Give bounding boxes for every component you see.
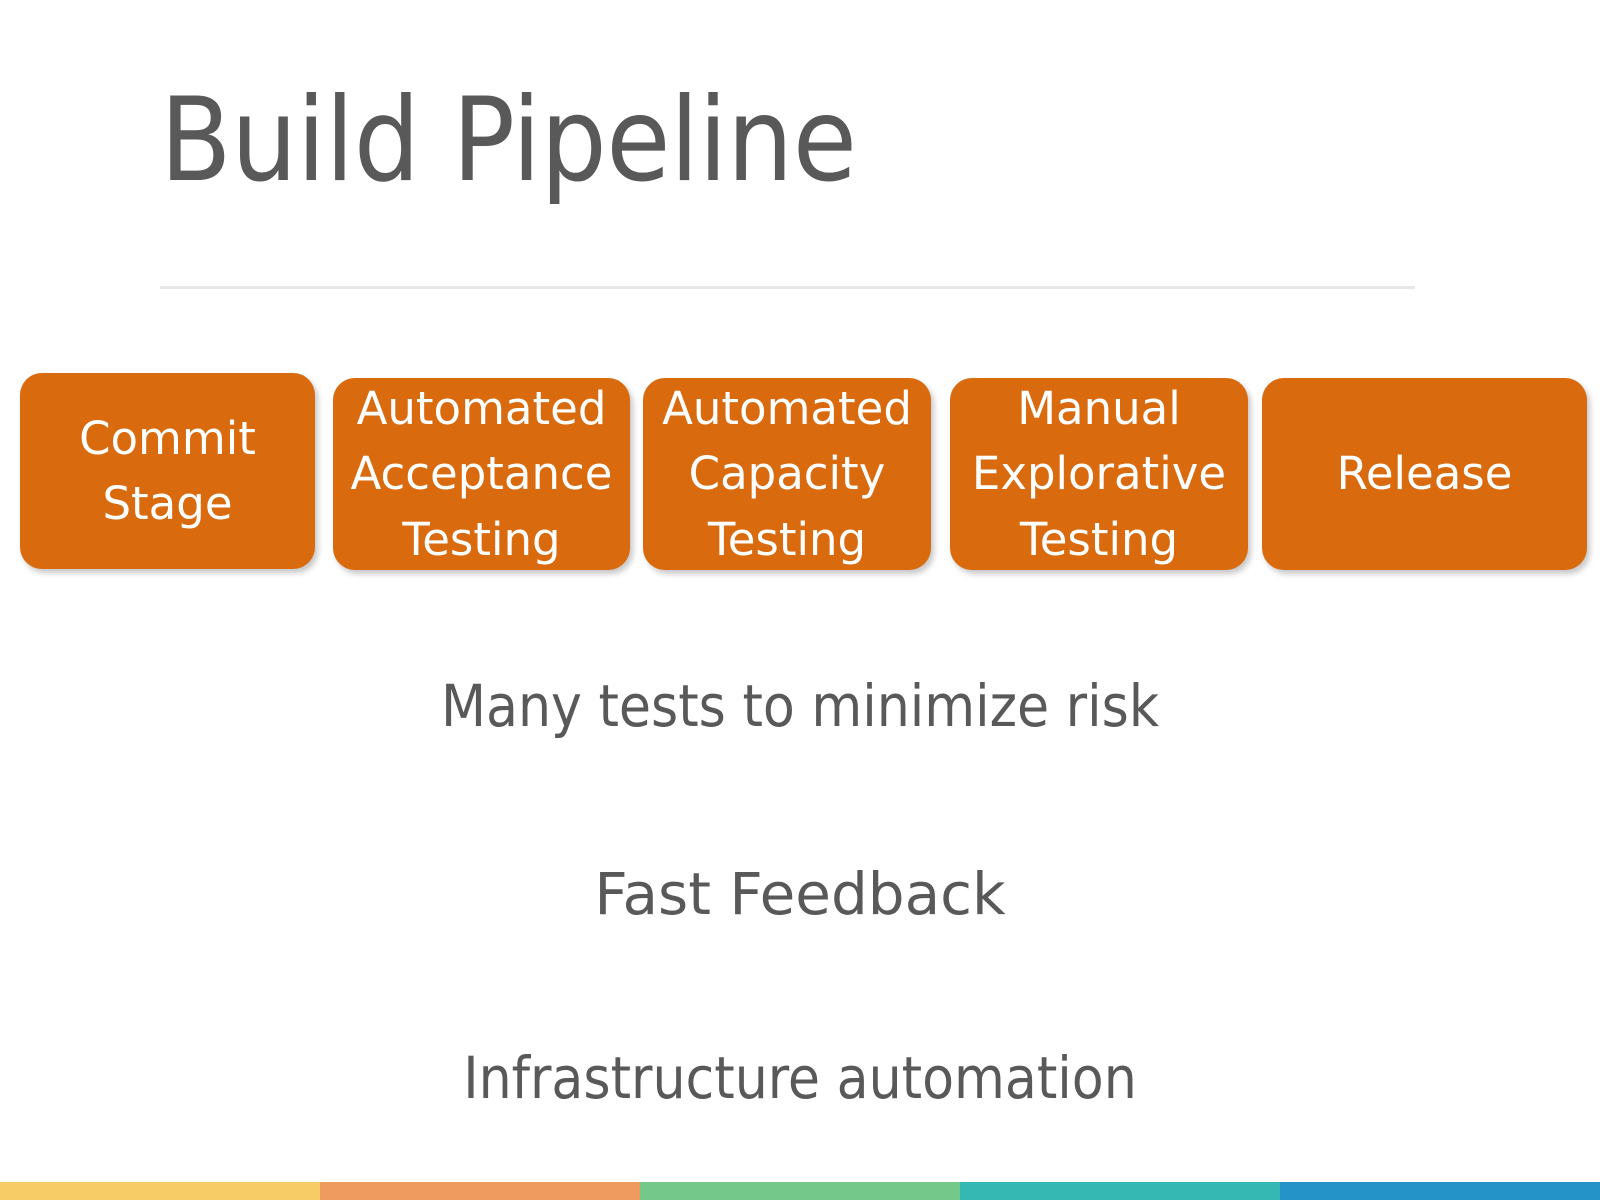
color-segment-2 xyxy=(320,1182,640,1200)
stage-line-1: Manual xyxy=(1017,382,1181,436)
color-segment-3 xyxy=(640,1182,960,1200)
pipeline-stage-label: Manual Explorative Testing xyxy=(960,376,1238,572)
bullet-fast-feedback: Fast Feedback xyxy=(594,860,1006,928)
pipeline-stage-manual-explorative-testing[interactable]: Manual Explorative Testing xyxy=(950,378,1248,570)
pipeline-stage-automated-capacity-testing[interactable]: Automated Capacity Testing xyxy=(643,378,931,570)
stage-line-1: Automated xyxy=(356,382,607,436)
stage-line-2: Stage xyxy=(102,477,233,530)
bullet-many-tests: Many tests to minimize risk xyxy=(440,672,1160,740)
pipeline-stage-commit-stage[interactable]: Commit Stage xyxy=(20,373,315,569)
bullet-infrastructure-automation: Infrastructure automation xyxy=(463,1044,1137,1112)
stage-line-3: Testing xyxy=(1019,512,1179,566)
pipeline-stage-row: Commit Stage Automated Acceptance Testin… xyxy=(0,370,1600,575)
color-segment-5 xyxy=(1280,1182,1600,1200)
pipeline-stage-automated-acceptance-testing[interactable]: Automated Acceptance Testing xyxy=(333,378,630,570)
stage-line-3: Testing xyxy=(707,512,867,566)
bottom-color-bar xyxy=(0,1182,1600,1200)
stage-line-1: Automated xyxy=(662,382,912,436)
stage-line-3: Testing xyxy=(402,512,561,566)
page-title: Build Pipeline xyxy=(160,73,857,208)
color-segment-1 xyxy=(0,1182,320,1200)
pipeline-stage-label: Automated Capacity Testing xyxy=(653,376,921,572)
pipeline-stage-release[interactable]: Release xyxy=(1262,378,1587,570)
stage-line-2: Capacity xyxy=(688,447,886,501)
stage-line-2: Explorative xyxy=(971,447,1227,501)
title-divider xyxy=(160,286,1415,289)
pipeline-stage-label: Automated Acceptance Testing xyxy=(343,376,620,572)
pipeline-stage-label: Commit Stage xyxy=(30,406,305,537)
stage-line-1: Commit xyxy=(79,411,256,465)
color-segment-4 xyxy=(960,1182,1280,1200)
pipeline-stage-label: Release xyxy=(1272,441,1577,506)
stage-line-1: Release xyxy=(1336,447,1513,501)
stage-line-2: Acceptance xyxy=(350,447,613,501)
